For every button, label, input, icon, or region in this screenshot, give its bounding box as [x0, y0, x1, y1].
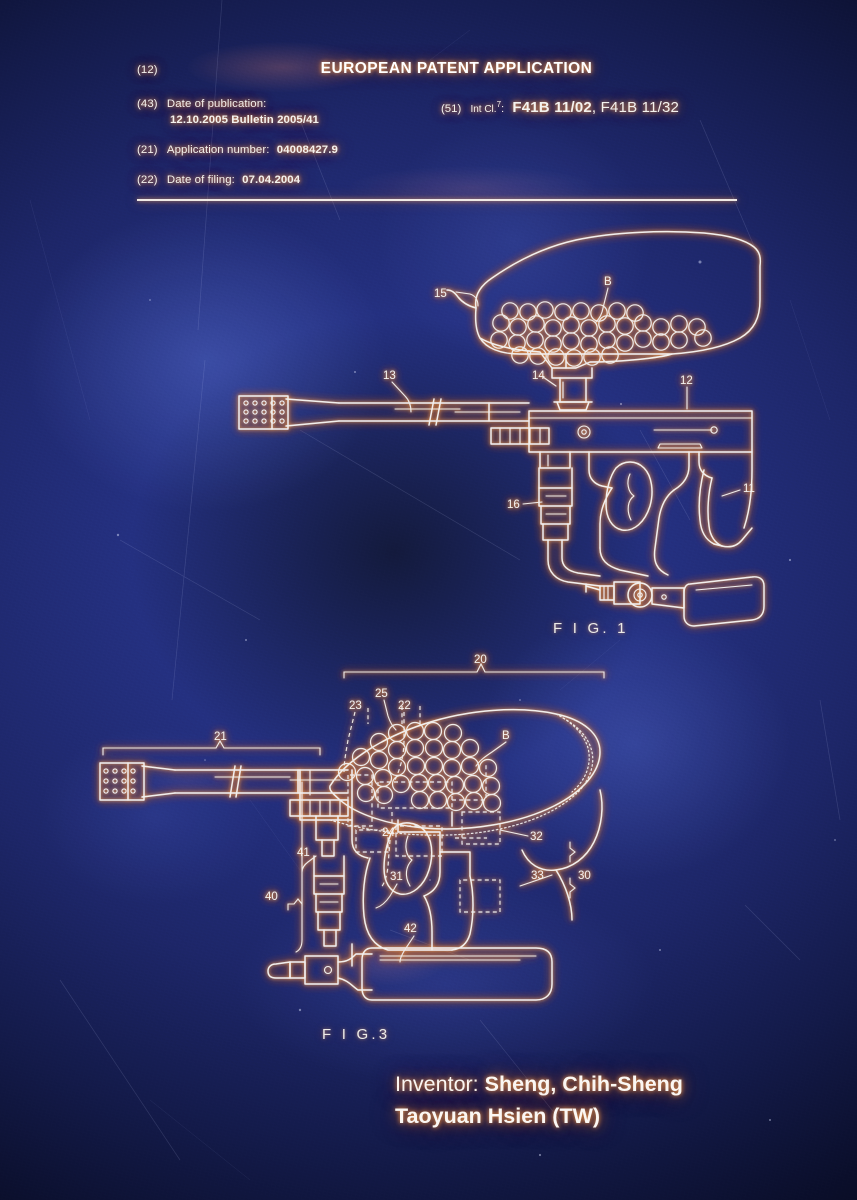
ipc-classification-row: (51) Int Cl.7: F41B 11/02, F41B 11/32	[441, 99, 679, 116]
application-number-label: Application number:	[166, 144, 270, 156]
publication-kind-code: (12)	[137, 64, 158, 76]
page-title-text: EUROPEAN PATENT APPLICATION	[320, 60, 593, 77]
publication-date-row: (43) Date of publication: 12.10.2005 Bul…	[137, 98, 319, 126]
filing-date-code: (22)	[137, 174, 158, 186]
filing-date-label: Date of filing:	[166, 174, 235, 186]
ipc-primary-class: F41B 11/02	[512, 99, 592, 116]
ipc-secondary-class: , F41B 11/32	[591, 99, 680, 116]
ipc-superscript: 7	[496, 100, 502, 110]
inventor-line: Inventor: Sheng, Chih-Sheng	[395, 1072, 683, 1097]
inventor-name: Sheng, Chih-Sheng	[484, 1072, 683, 1096]
publication-date-label: Date of publication:	[166, 98, 267, 110]
filing-date-row: (22) Date of filing: 07.04.2004	[137, 174, 300, 186]
ipc-colon: :	[501, 103, 505, 115]
filing-date-value: 07.04.2004	[242, 174, 301, 186]
publication-date-code: (43)	[137, 98, 158, 110]
figure-1-caption: F I G. 1	[553, 620, 629, 637]
ipc-code: (51)	[441, 103, 462, 115]
application-number-row: (21) Application number: 04008427.9	[137, 144, 338, 156]
page-title: EUROPEAN PATENT APPLICATION	[0, 60, 857, 78]
publication-date-value: 12.10.2005 Bulletin 2005/41	[170, 114, 319, 126]
ipc-label: Int Cl.	[470, 104, 497, 115]
inventor-label: Inventor:	[395, 1072, 479, 1096]
application-number-value: 04008427.9	[276, 144, 338, 156]
figure-3-caption: F I G.3	[322, 1026, 391, 1043]
header-divider-rule	[137, 199, 737, 201]
application-number-code: (21)	[137, 144, 158, 156]
inventor-address: Taoyuan Hsien (TW)	[395, 1104, 601, 1128]
